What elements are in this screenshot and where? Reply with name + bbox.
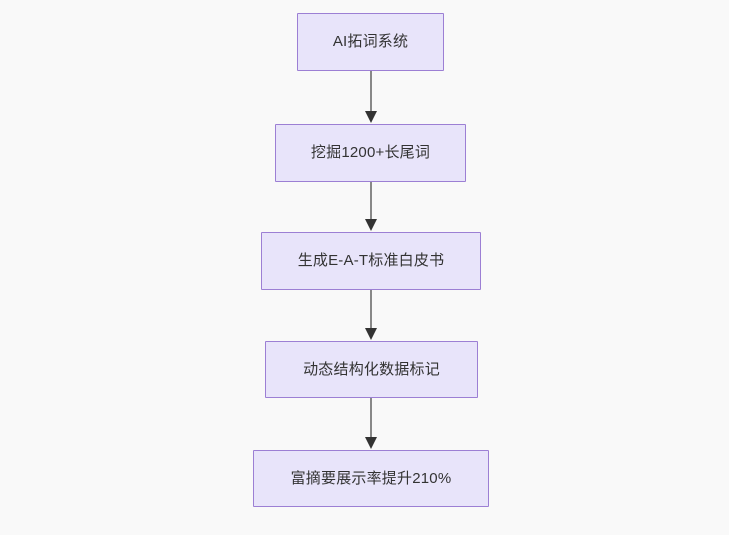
- flow-node-label: 生成E-A-T标准白皮书: [297, 252, 445, 269]
- flow-node-ai-keyword-system[interactable]: AI拓词系统: [297, 13, 444, 71]
- flow-node-rich-snippet-impression-uplift[interactable]: 富摘要展示率提升210%: [253, 450, 489, 507]
- flow-node-label: 动态结构化数据标记: [303, 360, 440, 378]
- edge-n3-n4: [365, 290, 377, 340]
- edge-n4-n5: [365, 398, 377, 449]
- flow-node-generate-eat-whitepaper[interactable]: 生成E-A-T标准白皮书: [261, 232, 481, 290]
- edge-n2-n3: [365, 182, 377, 231]
- flow-node-label: AI拓词系统: [332, 33, 409, 50]
- edge-n1-n2: [365, 71, 377, 123]
- flow-node-label: 挖掘1200+长尾词: [310, 144, 431, 161]
- flow-node-dynamic-structured-data-markup[interactable]: 动态结构化数据标记: [265, 341, 478, 398]
- flow-node-label: 富摘要展示率提升210%: [290, 469, 452, 487]
- flow-node-mine-longtail-keywords[interactable]: 挖掘1200+长尾词: [275, 124, 466, 182]
